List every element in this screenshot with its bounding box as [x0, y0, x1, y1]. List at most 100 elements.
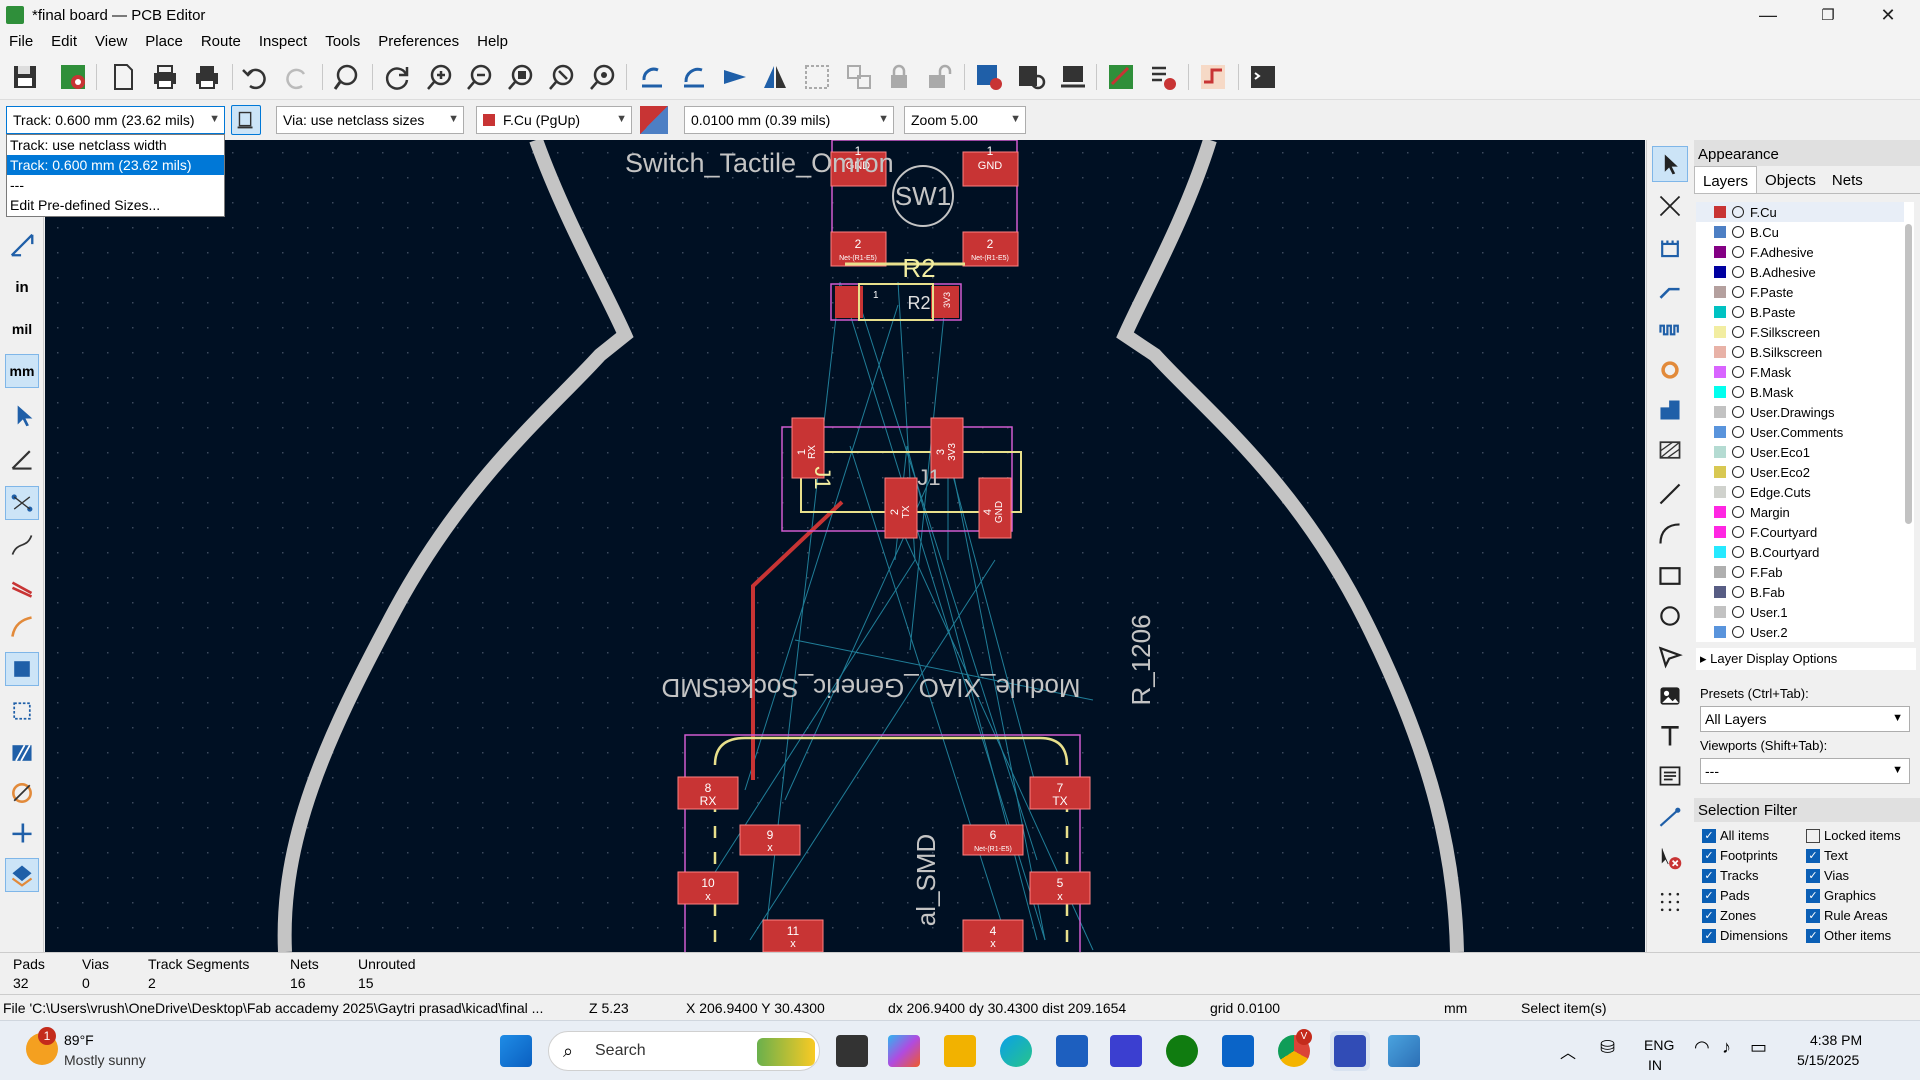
layer-display-options[interactable]: ▸ Layer Display Options [1696, 648, 1916, 670]
layer-color-swatch[interactable] [1714, 246, 1726, 258]
layer-row[interactable]: F.Silkscreen [1696, 322, 1904, 342]
draw-circle-icon[interactable] [1652, 598, 1688, 634]
add-zone-icon[interactable] [1652, 392, 1688, 428]
board-setup-icon[interactable] [56, 60, 90, 94]
layer-row[interactable]: User.2 [1696, 622, 1904, 642]
menu-help[interactable]: Help [477, 33, 508, 50]
add-text-icon[interactable] [1652, 718, 1688, 754]
draw-line-icon[interactable] [1652, 476, 1688, 512]
select-arrow-icon[interactable] [1652, 146, 1688, 182]
layer-color-swatch[interactable] [1714, 446, 1726, 458]
network-drive-icon[interactable]: ⛁ [1600, 1037, 1616, 1057]
curved-ratsnest-icon[interactable] [5, 528, 39, 562]
zoom-select[interactable]: Zoom 5.00▼ [904, 106, 1026, 134]
footprint-editor-icon[interactable] [1056, 60, 1090, 94]
maximize-button[interactable]: ❐ [1821, 7, 1835, 24]
checkbox-icon[interactable]: ✓ [1806, 928, 1820, 943]
layer-row[interactable]: User.1 [1696, 602, 1904, 622]
track-width-select[interactable]: Track: 0.600 mm (23.62 mils)▼ [6, 106, 225, 134]
layer-color-swatch[interactable] [1714, 226, 1726, 238]
zone-outline-icon[interactable] [5, 694, 39, 728]
menu-inspect[interactable]: Inspect [258, 33, 308, 50]
layer-row[interactable]: B.Cu [1696, 222, 1904, 242]
filter-checkbox[interactable]: ✓Footprints [1702, 848, 1778, 863]
mil-units-button[interactable]: mil [11, 321, 33, 337]
mm-units-button[interactable]: mm [5, 354, 39, 388]
zoom-out-icon[interactable] [462, 60, 496, 94]
filter-checkbox[interactable]: ✓Text [1806, 848, 1848, 863]
clock-date[interactable]: 5/15/2025 [1797, 1052, 1860, 1068]
layer-color-swatch[interactable] [1714, 526, 1726, 538]
draw-polygon-icon[interactable] [1652, 638, 1688, 674]
zoom-fit-icon[interactable] [503, 60, 537, 94]
xbox-icon[interactable] [1166, 1035, 1198, 1067]
zoom-objects-icon[interactable] [544, 60, 578, 94]
layer-row[interactable]: F.Paste [1696, 282, 1904, 302]
place-footprint-icon[interactable] [1652, 232, 1688, 268]
eye-icon[interactable] [1732, 526, 1744, 538]
zone-fill-icon[interactable] [5, 652, 39, 686]
delete-tool-icon[interactable] [1652, 840, 1688, 876]
grid-select[interactable]: 0.0100 mm (0.39 mils)▼ [684, 106, 894, 134]
eye-icon[interactable] [1732, 346, 1744, 358]
layer-row[interactable]: Edge.Cuts [1696, 482, 1904, 502]
rotate-ccw-icon[interactable] [634, 60, 668, 94]
filter-checkbox[interactable]: ✓Other items [1806, 928, 1891, 943]
pcb-canvas[interactable]: SW1 1 GND 1 GND 2 Net-(R1-E5) 2 Net-(R1-… [45, 140, 1645, 952]
layer-color-swatch[interactable] [1714, 306, 1726, 318]
layer-row[interactable]: F.Courtyard [1696, 522, 1904, 542]
tune-length-icon[interactable] [1652, 312, 1688, 348]
dropdown-item-edit-sizes[interactable]: Edit Pre-defined Sizes... [10, 197, 161, 213]
layer-color-swatch[interactable] [1714, 346, 1726, 358]
layer-color-swatch[interactable] [1714, 406, 1726, 418]
eye-icon[interactable] [1732, 606, 1744, 618]
grid-origin-icon[interactable] [1652, 884, 1688, 920]
layer-row[interactable]: B.Mask [1696, 382, 1904, 402]
filter-checkbox[interactable]: ✓Tracks [1702, 868, 1759, 883]
layer-row[interactable]: User.Eco2 [1696, 462, 1904, 482]
checkbox-icon[interactable]: ✓ [1702, 908, 1716, 923]
chevron-up-icon[interactable]: ︿ [1560, 1045, 1577, 1062]
checkbox-icon[interactable]: ✓ [1806, 848, 1820, 863]
eye-icon[interactable] [1732, 246, 1744, 258]
eye-icon[interactable] [1732, 326, 1744, 338]
refresh-icon[interactable] [380, 60, 414, 94]
layer-color-swatch[interactable] [1714, 326, 1726, 338]
lock-icon[interactable] [882, 60, 916, 94]
page-settings-icon[interactable] [106, 60, 140, 94]
tab-nets[interactable]: Nets [1831, 172, 1863, 189]
layer-color-swatch[interactable] [1714, 586, 1726, 598]
route-icon[interactable] [1196, 60, 1230, 94]
layer-row[interactable]: User.Comments [1696, 422, 1904, 442]
add-dimension-icon[interactable] [1652, 800, 1688, 836]
undo-icon[interactable] [238, 60, 272, 94]
add-textbox-icon[interactable] [1652, 758, 1688, 794]
scripting-console-icon[interactable] [1246, 60, 1280, 94]
close-button[interactable]: ✕ [1880, 4, 1896, 25]
checkbox-icon[interactable] [1806, 828, 1820, 843]
ratsnest-icon[interactable] [5, 228, 39, 262]
draw-rectangle-icon[interactable] [1652, 558, 1688, 594]
layer-color-swatch[interactable] [1714, 286, 1726, 298]
via-size-select[interactable]: Via: use netclass sizes▼ [276, 106, 464, 134]
tab-layers[interactable]: Layers [1694, 166, 1758, 193]
presets-select[interactable]: All Layers▼ [1700, 706, 1910, 732]
checkbox-icon[interactable]: ✓ [1702, 828, 1716, 843]
dropdown-item-track-0600[interactable]: Track: 0.600 mm (23.62 mils) [7, 155, 224, 175]
rule-area-icon[interactable] [1652, 432, 1688, 468]
eye-icon[interactable] [1732, 366, 1744, 378]
volume-icon[interactable]: ♪ [1722, 1037, 1731, 1057]
zoom-selection-icon[interactable] [585, 60, 619, 94]
menu-file[interactable]: File [9, 33, 34, 50]
task-view-icon[interactable] [836, 1035, 868, 1067]
local-ratsnest-icon[interactable] [1652, 188, 1688, 224]
pad-outline-icon[interactable] [5, 776, 39, 810]
taskbar-search[interactable]: ⌕ Search [548, 1031, 820, 1071]
layer-color-swatch[interactable] [1714, 486, 1726, 498]
layer-row[interactable]: Margin [1696, 502, 1904, 522]
menu-edit[interactable]: Edit [51, 33, 78, 50]
menu-route[interactable]: Route [200, 33, 241, 50]
hatched-zone-icon[interactable] [5, 736, 39, 770]
layer-pair-icon[interactable] [640, 106, 668, 134]
eye-icon[interactable] [1732, 626, 1744, 638]
